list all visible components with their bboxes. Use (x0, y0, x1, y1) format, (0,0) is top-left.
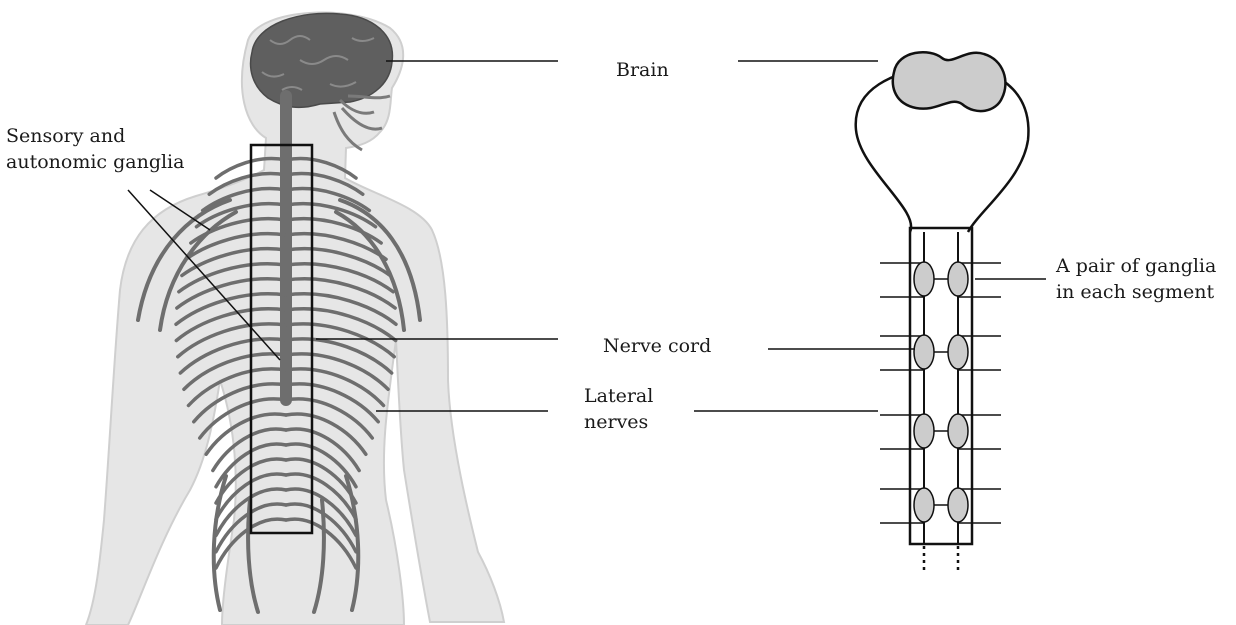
label-pair-ganglia-line2: in each segment (1056, 280, 1214, 304)
worm-continuation-dots (924, 546, 958, 572)
worm-brain (893, 52, 1006, 111)
label-nerve-cord: Nerve cord (603, 334, 711, 358)
label-brain: Brain (616, 58, 669, 82)
ganglion (948, 414, 968, 448)
human-figure (86, 13, 504, 625)
ganglion (914, 488, 934, 522)
ganglion (948, 335, 968, 369)
ganglion (914, 262, 934, 296)
worm-nervous-system (856, 52, 1029, 572)
ganglion (948, 488, 968, 522)
label-ganglia-line2: autonomic ganglia (6, 150, 184, 174)
label-pair-ganglia-line1: A pair of ganglia (1056, 254, 1216, 278)
label-lateral-line1: Lateral (584, 384, 653, 408)
ganglion (914, 414, 934, 448)
ganglion (948, 262, 968, 296)
label-lateral-line2: nerves (584, 410, 648, 434)
brain-shape (251, 13, 393, 107)
ganglion (914, 335, 934, 369)
label-ganglia-line1: Sensory and (6, 124, 125, 148)
